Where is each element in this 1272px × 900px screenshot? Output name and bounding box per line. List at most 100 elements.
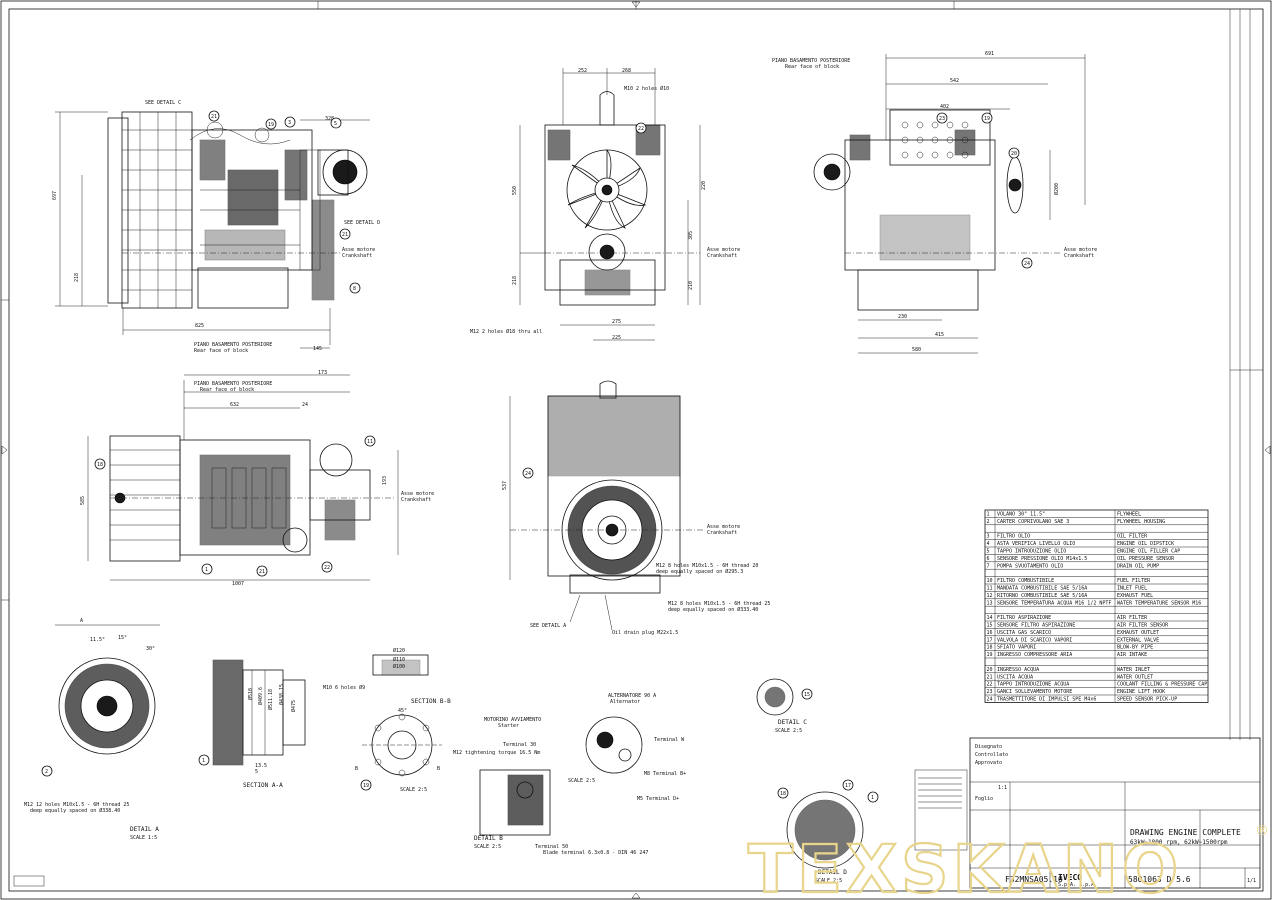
dim-218: 218 xyxy=(512,276,518,285)
balloon: 1 xyxy=(871,795,874,801)
holes: M10 6 holes Ø9 xyxy=(323,684,365,691)
balloon: 23 xyxy=(939,116,945,122)
dim-585: 585 xyxy=(80,496,86,505)
dim-angle2: 15° xyxy=(118,635,127,641)
part-number: 15 xyxy=(987,623,993,629)
drawing-number: 5801063 D 5.6 xyxy=(1128,875,1191,884)
detail-title: DETAIL C xyxy=(778,719,807,726)
balloon: 22 xyxy=(324,565,330,571)
terminal-w: Terminal W xyxy=(654,737,685,743)
part-name-en: AIR INTAKE xyxy=(1117,652,1147,658)
balloon: 19 xyxy=(363,783,369,789)
rear-face-it: PIANO BASAMENTO POSTERIORE xyxy=(194,342,272,348)
scale: SCALE 2:5 xyxy=(400,787,427,793)
balloon: 21 xyxy=(211,114,217,120)
part-name-it: USCITA GAS SCARICO xyxy=(997,630,1051,636)
dim-632: 632 xyxy=(230,402,239,408)
asse-motore: Asse motore xyxy=(342,247,375,253)
scale-sheet: 1/1 xyxy=(1247,878,1256,884)
dim: Ø511.18 xyxy=(267,689,274,710)
rear-face-it: PIANO BASAMENTO POSTERIORE xyxy=(772,58,850,64)
part-name-en: OIL FILTER xyxy=(1117,534,1148,540)
balloon: 21 xyxy=(259,569,265,575)
part-name-it: SENSORE FILTRO ASPIRAZIONE xyxy=(997,623,1075,629)
crankshaft: Crankshaft xyxy=(1064,253,1094,259)
rear-view: 537 Asse motore Crankshaft M12 8 holes M… xyxy=(502,380,770,636)
holes1: M12 8 holes M10x1.5 - 6H thread 20 xyxy=(656,563,758,569)
dim-173: 173 xyxy=(318,370,327,376)
asse-motore: Asse motore xyxy=(707,524,740,530)
dim: Ø510 xyxy=(247,688,254,700)
part-number: 14 xyxy=(987,615,993,621)
dim-305: 305 xyxy=(688,231,694,240)
part-number: 23 xyxy=(987,689,993,695)
dim: Ø100 xyxy=(393,663,405,670)
section-title: SECTION B-B xyxy=(411,698,451,705)
crankshaft: Crankshaft xyxy=(342,253,372,259)
oil-drain: Oil drain plug M22x1.5 xyxy=(612,630,678,636)
dim: Ø438.15 xyxy=(278,684,285,705)
section-a-a: Ø510 Ø409.6 Ø511.18 Ø438.15 Ø475 13.5 5 … xyxy=(198,659,306,789)
part-number: 2 xyxy=(987,519,990,525)
part-name-en: WATER OUTLET xyxy=(1117,674,1153,680)
rear-face-en: Rear face of block xyxy=(200,387,254,393)
part-name-en: WATER INLET xyxy=(1117,667,1150,673)
balloon: 24 xyxy=(525,471,531,477)
asse-motore: Asse motore xyxy=(707,247,740,253)
part-name-it: FILTRO OLIO xyxy=(997,534,1030,540)
dim-825: 825 xyxy=(195,323,204,329)
dim-24: 24 xyxy=(302,402,308,408)
part-name-en: INLET FUEL xyxy=(1117,586,1147,592)
part-number: 19 xyxy=(987,652,993,658)
part-name-en: ENGINE OIL DIPSTICK xyxy=(1117,541,1174,547)
terminal-d: M5 Terminal D+ xyxy=(637,796,679,802)
dim-angle1: 11.5° xyxy=(90,637,105,643)
tightening: M12 tightening torque 16.5 Nm xyxy=(453,750,540,756)
right-side-view: 691 542 402 Ø200 230 415 580 PIANO BASAM… xyxy=(772,51,1097,354)
detail-a-label: A xyxy=(80,618,83,624)
part-name-it: TAPPO INTRODUZIONE OLIO xyxy=(997,549,1066,555)
detail-a: A 11.5° 15° 30° M12 12 holes M10x1.5 - 6… xyxy=(24,618,160,841)
detail-c2: DETAIL C SCALE 2:5 15 xyxy=(756,678,813,734)
left-side-view: 697 218 825 145 328 PIANO BASAMENTO POST… xyxy=(52,100,380,354)
holes-top: M10 2 holes Ø10 xyxy=(624,85,669,92)
title-en: Alternator xyxy=(610,699,640,705)
watermark-reg: ® xyxy=(1255,823,1269,839)
dim-550: 550 xyxy=(512,186,518,195)
dim: Ø120 xyxy=(393,647,405,654)
balloon: 18 xyxy=(97,462,103,468)
balloon: 20 xyxy=(1011,151,1017,157)
manufacturer: IVECO xyxy=(1058,873,1082,882)
part-number: 21 xyxy=(987,674,993,680)
part-number: 24 xyxy=(987,697,993,703)
dim: 5 xyxy=(255,769,258,775)
holes: M12 12 holes M10x1.5 - 6H thread 25 xyxy=(24,802,129,808)
title-it: MOTORINO AVVIAMENTO xyxy=(484,717,541,723)
balloon: 2 xyxy=(45,769,48,775)
dim-252: 252 xyxy=(578,68,587,74)
detail-scale: SCALE 2:5 xyxy=(474,844,501,850)
dim-angle: 45° xyxy=(398,708,407,714)
asse-motore: Asse motore xyxy=(1064,247,1097,253)
part-name-en: DRAIN OIL PUMP xyxy=(1117,563,1159,569)
dim-415: 415 xyxy=(935,332,944,338)
title-en: Starter xyxy=(498,723,519,729)
detail-d: DETAIL D SCALE 2:5 18 17 1 xyxy=(777,779,879,884)
detail-title: DETAIL D xyxy=(818,869,847,876)
terminal50: Terminal 50 xyxy=(535,844,568,850)
part-name-it: TAPPO INTRODUZIONE ACQUA xyxy=(997,682,1069,688)
dim-537: 537 xyxy=(502,481,508,490)
part-number: 11 xyxy=(987,586,993,592)
weight-label: 1:1 xyxy=(998,785,1007,791)
see-detail-d: SEE DETAIL D xyxy=(344,220,380,226)
blade: Blade terminal 6.3x0.8 - DIN 46 247 xyxy=(543,850,648,856)
part-name-en: FUEL FILTER xyxy=(1117,578,1151,584)
drawing-rating: 63kW~1800 rpm, 62kW~1500rpm xyxy=(1130,839,1228,846)
balloon: 19 xyxy=(984,116,990,122)
dim-230: 230 xyxy=(898,314,907,320)
part-name-en: COOLANT FILLING & PRESSURE CAP xyxy=(1117,682,1207,688)
dim-145: 145 xyxy=(313,346,322,352)
